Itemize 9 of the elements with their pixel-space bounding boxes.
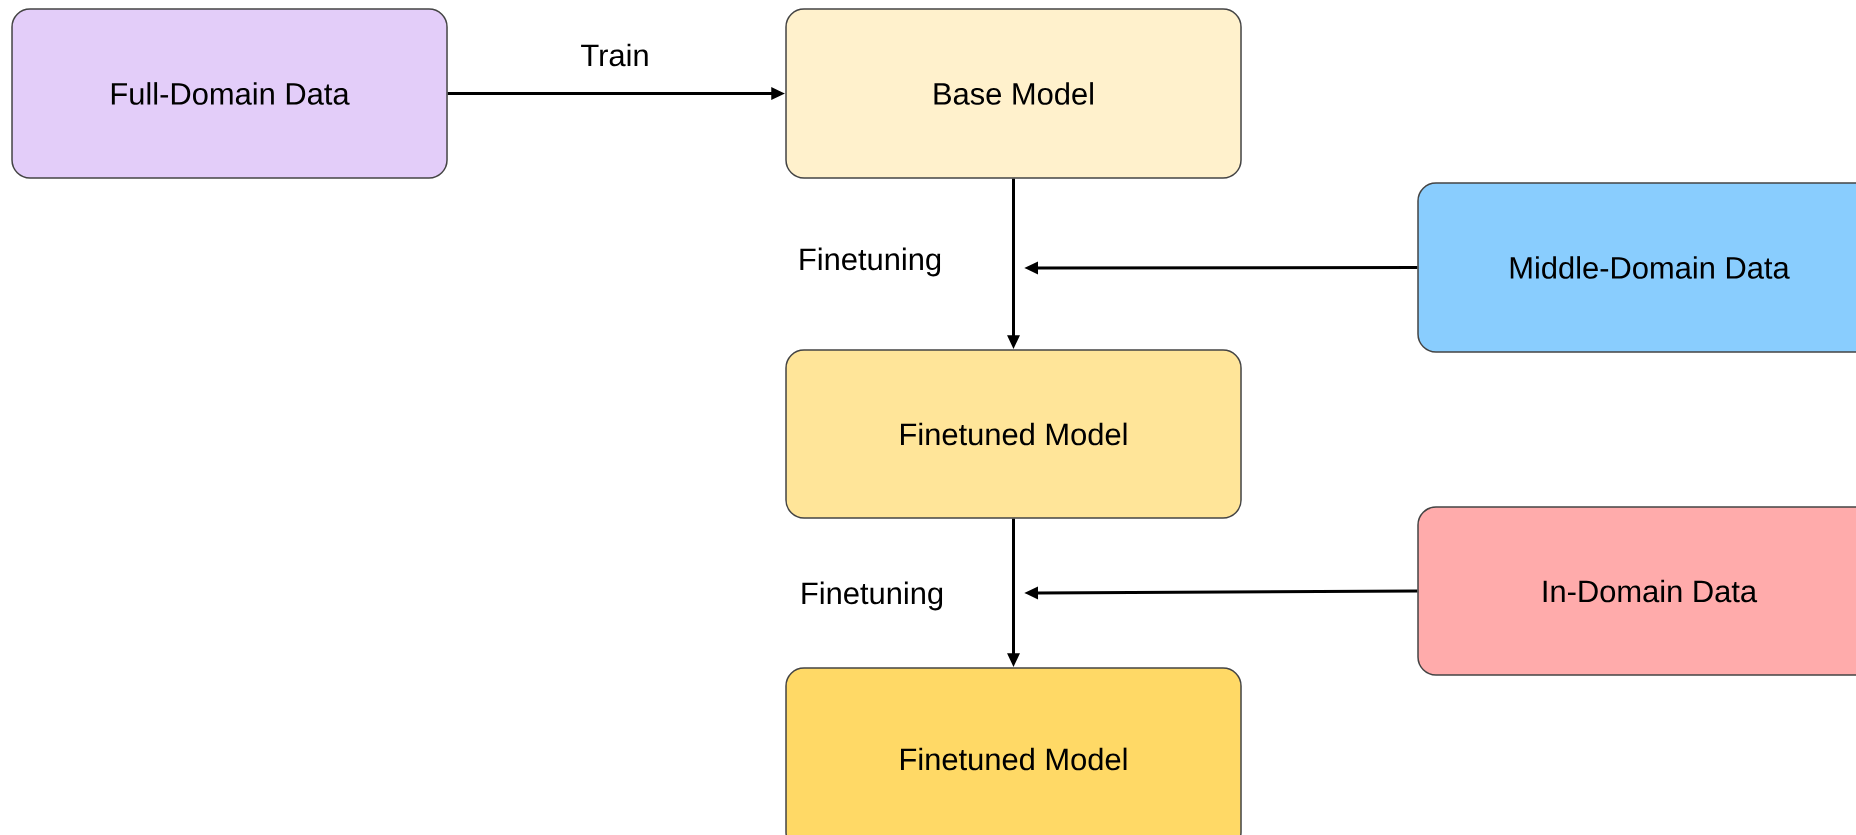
model-box: Finetuned Model	[785, 349, 1242, 519]
data-box: In-Domain Data	[1417, 506, 1856, 676]
edge-label: Finetuning	[795, 245, 945, 279]
model-box: Finetuned Model	[785, 667, 1242, 835]
model-box: Base Model	[785, 8, 1242, 179]
edge-label: Train	[578, 41, 652, 69]
edge-label: Finetuning	[797, 579, 947, 613]
data-box: Middle-Domain Data	[1417, 182, 1856, 353]
data-box: Full-Domain Data	[11, 8, 448, 179]
